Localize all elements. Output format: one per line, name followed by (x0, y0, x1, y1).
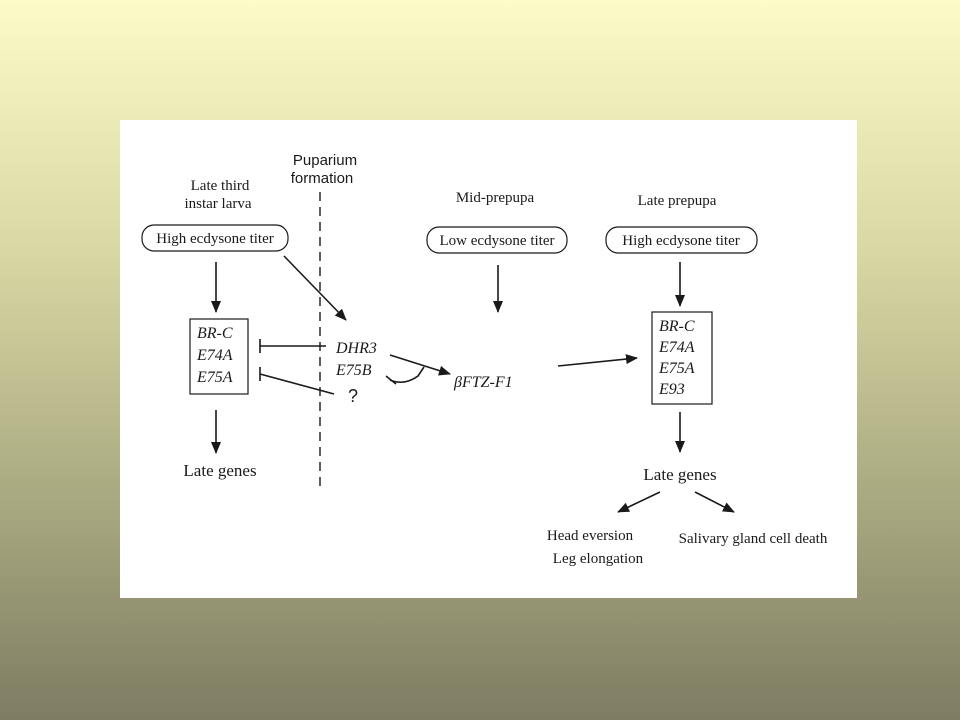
late-genes-left: Late genes (183, 461, 256, 480)
gene-box-left (189, 318, 249, 395)
gene-unknown: ? (348, 386, 358, 406)
outcome-head-eversion: Head eversion (547, 528, 634, 544)
titer-box-high-left (141, 224, 289, 252)
arrow-dhr3-to-ftz (389, 354, 451, 376)
titer-box-low (426, 226, 568, 254)
arrow-ftz-to-right-box (557, 354, 638, 367)
e75b-inhibition-curve (389, 366, 425, 384)
gene-e75b: E75B (335, 362, 372, 379)
late-third-label-line2: instar larva (184, 196, 251, 212)
puparium-label-line1: Puparium (293, 152, 357, 169)
late-prepupa-label: Late prepupa (638, 193, 717, 209)
outcome-leg-elongation: Leg elongation (553, 551, 644, 567)
puparium-label-line2: formation (291, 170, 354, 187)
titer-box-high-right (605, 226, 758, 254)
gene-right-e75a: E75A (658, 360, 695, 377)
arrow-to-salivary (694, 491, 735, 513)
repress-line-unknown (259, 373, 335, 395)
gene-box-right (651, 311, 713, 405)
gene-right-e93: E93 (658, 381, 685, 398)
titer-low: Low ecdysone titer (440, 233, 555, 249)
late-third-label-line1: Late third (191, 178, 250, 194)
gene-dhr3: DHR3 (335, 340, 377, 357)
arrow-titer-to-dhr3 (283, 255, 347, 321)
gene-left-e74a: E74A (196, 347, 233, 364)
gene-ftz-f1: βFTZ-F1 (453, 374, 513, 391)
titer-high-left: High ecdysone titer (156, 231, 273, 247)
ecdysone-pathway-diagram: Puparium formation Late third instar lar… (141, 152, 828, 567)
titer-high-right: High ecdysone titer (622, 233, 739, 249)
e75b-inhibition-bar (385, 375, 397, 385)
late-genes-right: Late genes (643, 465, 716, 484)
diagram-panel: Puparium formation Late third instar lar… (120, 120, 857, 598)
arrow-to-head-eversion (617, 491, 661, 513)
outcome-salivary: Salivary gland cell death (679, 531, 828, 547)
gene-right-e74a: E74A (658, 339, 695, 356)
gene-left-brc: BR-C (197, 325, 233, 342)
gene-left-e75a: E75A (196, 369, 233, 386)
gene-right-brc: BR-C (659, 318, 695, 335)
mid-prepupa-label: Mid-prepupa (456, 190, 535, 206)
